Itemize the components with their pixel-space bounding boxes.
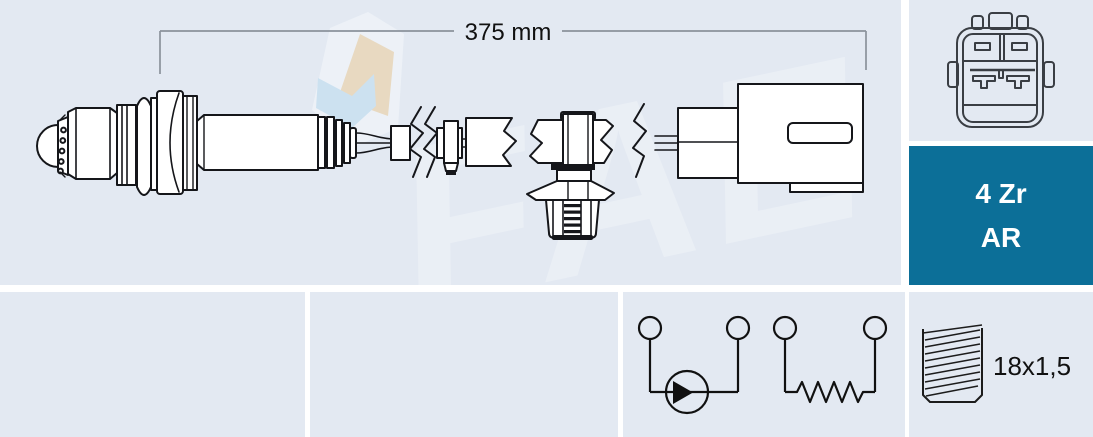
sensor-body: [36, 90, 357, 196]
circuit-diagram-panel: [623, 292, 905, 437]
sensor-code-line1: 4 Zr: [975, 178, 1027, 210]
thread-size-panel: 18x1,5: [909, 292, 1093, 437]
sensor-code-box: 4 Zr AR: [909, 146, 1093, 285]
empty-panel-1: [0, 292, 305, 437]
sensor-cable: [355, 103, 647, 240]
cable-connector: [654, 83, 864, 193]
dimension-line: [159, 30, 867, 74]
oxygen-sensor-drawing: FAE 375 mm: [36, 19, 867, 240]
sensor-code-line2: AR: [980, 221, 1022, 253]
thread-stud-icon: [922, 324, 983, 403]
thread-size-label: 18x1,5: [993, 351, 1071, 381]
sensor-cell-circuit-icon: [637, 315, 751, 415]
heater-circuit-icon: [772, 315, 888, 404]
connector-pinout-panel: [909, 0, 1093, 141]
dimension-label: 375 mm: [465, 19, 552, 46]
circuit-diagram: [637, 315, 888, 415]
sensor-drawing-panel: FAE 375 mm: [0, 0, 901, 285]
empty-panel-2: [310, 292, 618, 437]
connector-pinout-icon: [947, 12, 1055, 128]
thread-spec: 18x1,5: [922, 324, 1071, 403]
